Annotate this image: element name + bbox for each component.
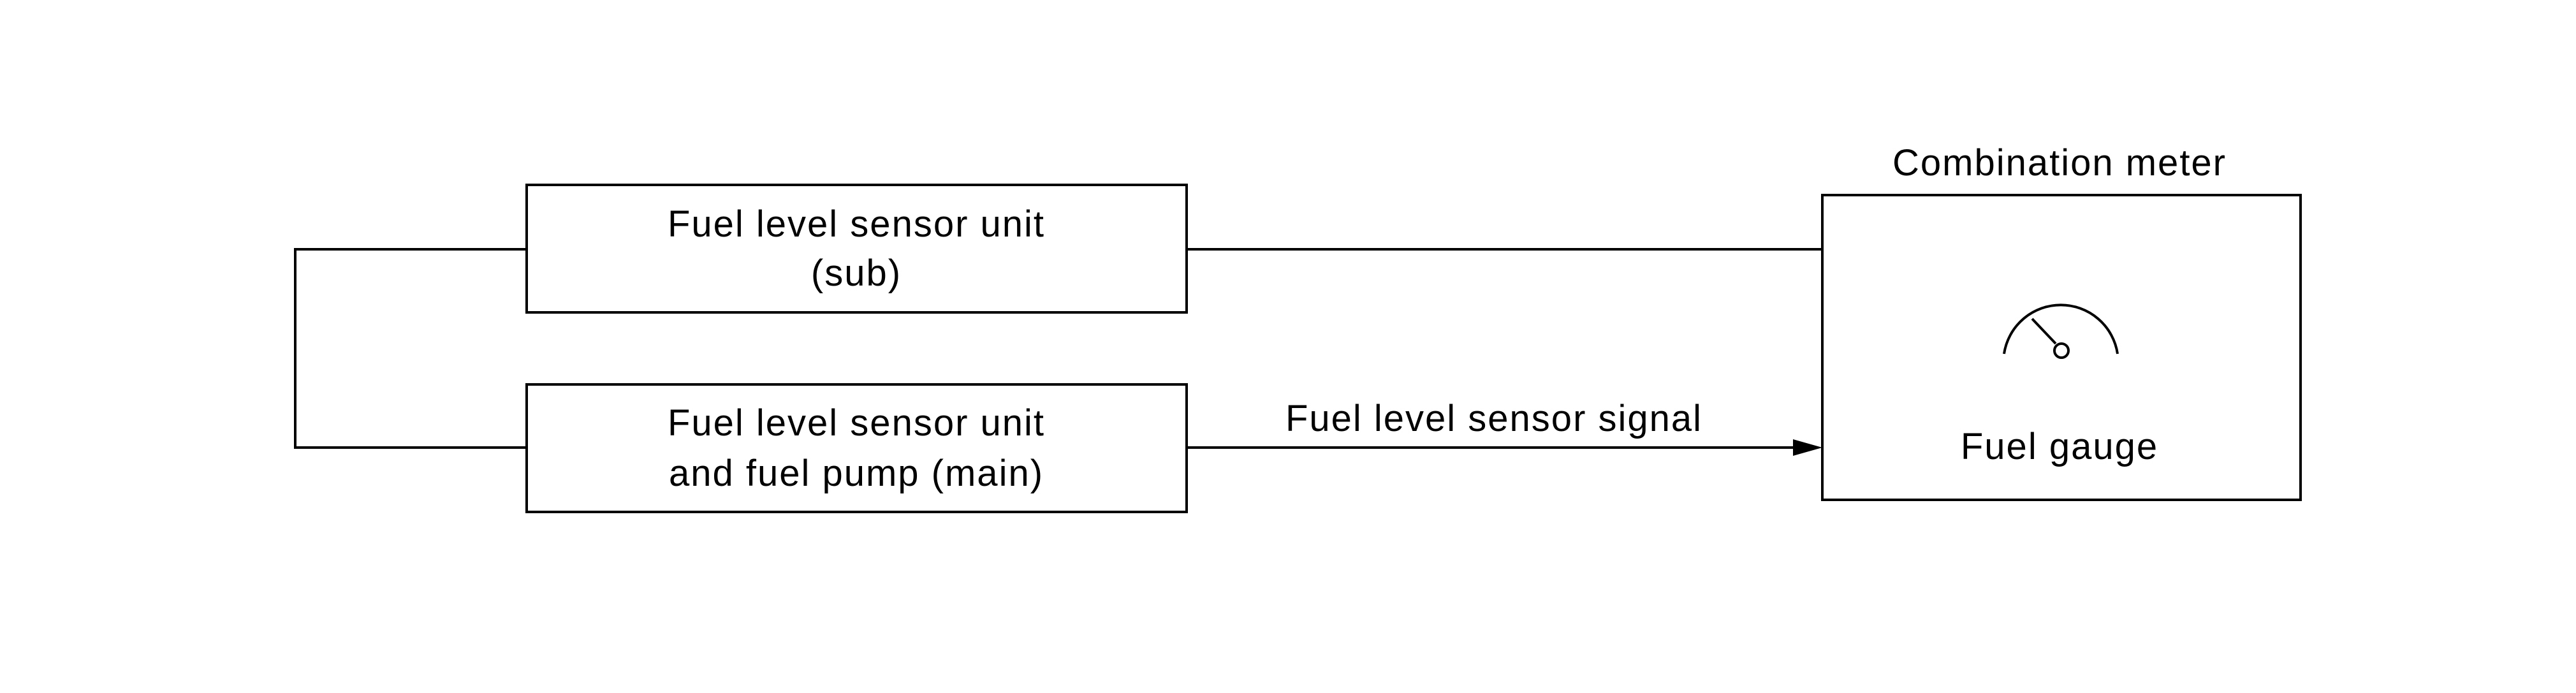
signal-label: Fuel level sensor signal xyxy=(1285,398,1702,439)
sub-sensor-label-line1: Fuel level sensor unit xyxy=(668,203,1045,245)
main-sensor-box xyxy=(525,383,1188,513)
gauge-icon xyxy=(2003,303,2119,359)
main-sensor-label-line2: and fuel pump (main) xyxy=(669,453,1044,494)
gauge-pivot xyxy=(2053,342,2070,359)
gauge-dial-arc xyxy=(2003,303,2119,354)
arrowhead-icon xyxy=(1793,439,1822,456)
signal-arrow xyxy=(1187,439,1822,456)
combination-meter-title: Combination meter xyxy=(1892,142,2227,184)
main-sensor-node: Fuel level sensor unit and fuel pump (ma… xyxy=(525,383,1188,513)
sensor-units-connector xyxy=(294,248,527,449)
sub-sensor-box xyxy=(525,184,1188,314)
combination-meter-node: Combination meter Fuel gauge xyxy=(1821,142,2302,501)
sub-sensor-label-line2: (sub) xyxy=(811,252,902,294)
main-sensor-label-line1: Fuel level sensor unit xyxy=(668,402,1045,444)
gauge-needle xyxy=(2031,317,2057,345)
sub-sensor-node: Fuel level sensor unit (sub) xyxy=(525,184,1188,314)
fuel-gauge-label: Fuel gauge xyxy=(1961,426,2158,467)
